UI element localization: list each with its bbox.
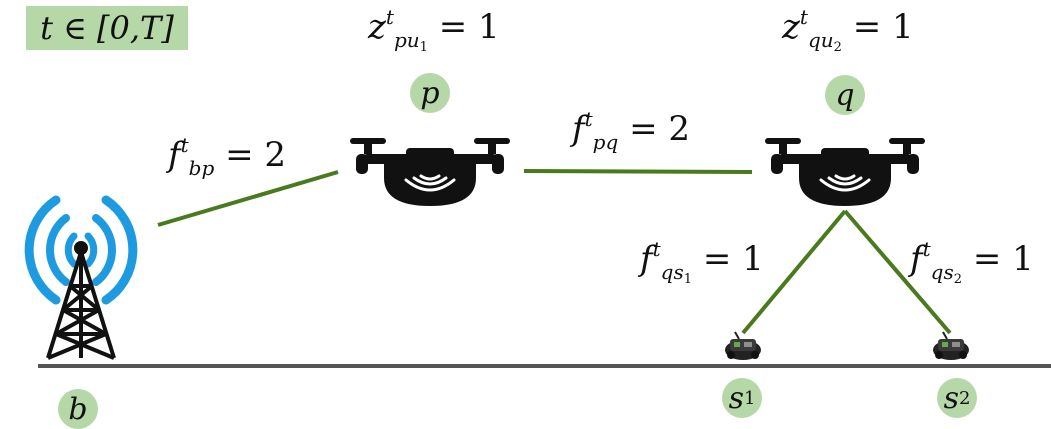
node-badge-b: b [58, 389, 98, 429]
edge-label-bp-var: f [168, 135, 181, 175]
uav-label-p-sup: t [385, 5, 394, 29]
uav-label-q: ztqu2 = 1 [782, 7, 914, 54]
edge-label-qs2-sup: t [922, 237, 931, 261]
robot-s2-icon [933, 331, 969, 360]
edge-label-pq-sup: t [584, 107, 593, 131]
link-p-q [523, 169, 753, 174]
edge-label-pq-var: f [572, 109, 585, 149]
edge-label-qs2-var: f [910, 239, 923, 279]
uav-label-p-value: = 1 [438, 7, 500, 47]
node-badge-q: q [825, 75, 865, 115]
edge-label-pq-value: = 2 [629, 109, 690, 149]
uav-label-p-var: z [368, 7, 386, 47]
base-station-icon [24, 195, 138, 360]
edge-label-qs2-value: = 1 [972, 239, 1034, 279]
uav-label-p-sub: pu1 [393, 28, 428, 55]
link-q-s1 [741, 209, 847, 335]
drone-q-icon [765, 138, 925, 206]
edge-label-bp: ftbp = 2 [168, 135, 286, 178]
edge-label-bp-sup: t [180, 133, 189, 157]
edge-label-pq: ftpq = 2 [572, 109, 690, 152]
link-b-p [157, 170, 339, 227]
uav-label-q-sup: t [799, 5, 808, 29]
edge-label-qs1: ftqs1 = 1 [640, 239, 764, 286]
edge-label-bp-sub: bp [188, 156, 215, 180]
edge-label-pq-sub: pq [592, 130, 619, 154]
uav-label-q-value: = 1 [852, 7, 914, 47]
edge-label-qs2-sub: qs2 [930, 260, 962, 287]
edge-label-qs1-var: f [640, 239, 653, 279]
node-badge-p: p [410, 73, 450, 113]
edge-label-bp-value: = 2 [225, 135, 286, 175]
edge-label-qs1-sup: t [652, 237, 661, 261]
uav-label-q-var: z [782, 7, 800, 47]
edge-label-qs1-sub: qs1 [660, 260, 692, 287]
robot-s1-icon [725, 331, 761, 360]
drone-p-icon [350, 138, 510, 206]
time-interval-label: t ∈ [0,T] [26, 6, 188, 50]
uav-label-q-sub: qu2 [807, 28, 842, 55]
link-q-s2 [843, 209, 952, 335]
edge-label-qs1-value: = 1 [702, 239, 764, 279]
uav-label-p: ztpu1 = 1 [368, 7, 500, 54]
edge-label-qs2: ftqs2 = 1 [910, 239, 1034, 286]
